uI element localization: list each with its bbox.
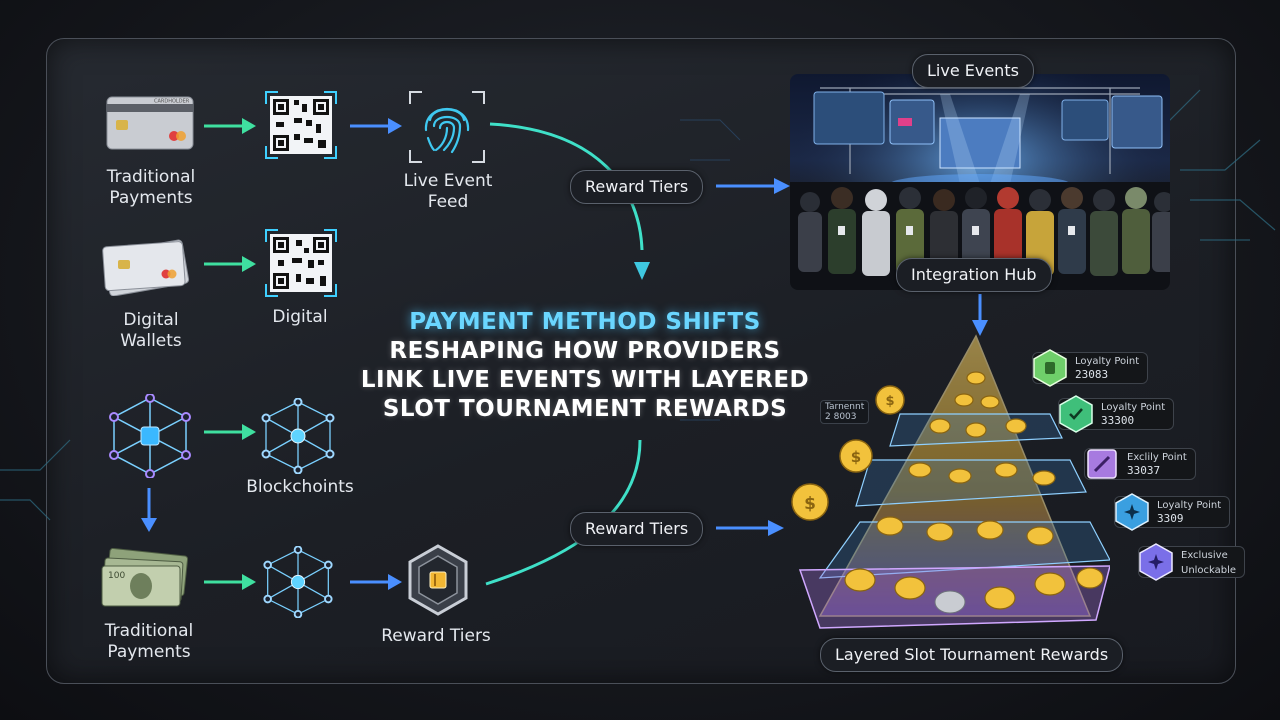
title-line-2: RESHAPING HOW PROVIDERS: [389, 338, 781, 364]
svg-text:$: $: [885, 394, 894, 409]
loyalty-badge-4: Loyalty Point 3309: [1114, 493, 1231, 531]
credit-card-icon: CARDHOLDER: [106, 96, 194, 150]
loyalty-badge-1: Loyalty Point 23083: [1032, 349, 1149, 387]
green-arrow-icon: [204, 424, 256, 440]
unlock-badge-icon: [1139, 543, 1173, 581]
blockchain-node-icon: [261, 398, 335, 474]
badge-title: Exclily Point: [1127, 452, 1187, 463]
gem-badge-icon: [1087, 449, 1117, 479]
blue-arrow-icon: [350, 574, 402, 590]
svg-text:$: $: [804, 494, 816, 514]
live-events-pill: Live Events: [912, 54, 1034, 88]
badge-value: Unlockable: [1181, 565, 1237, 576]
loyalty-badge-3: Exclily Point 33037: [1084, 448, 1196, 480]
loyalty-badge-icon: [1033, 349, 1067, 387]
title-line-3: LINK LIVE EVENTS WITH LAYERED: [360, 367, 810, 393]
reward-tiers-bottom-label: Reward Tiers: [381, 626, 491, 646]
reward-tiers-upper-pill: Reward Tiers: [570, 170, 704, 204]
svg-text:100: 100: [108, 571, 125, 581]
blockchain-label: Blockchoints: [246, 477, 354, 497]
badge-value: 33037: [1127, 464, 1161, 477]
reward-shield-icon: [408, 544, 468, 616]
main-title: PAYMENT METHOD SHIFTS RESHAPING HOW PROV…: [350, 308, 820, 424]
digital-label: Digital: [272, 307, 328, 327]
live-event-crowd-image: [790, 74, 1170, 290]
badge-value: 23083: [1075, 368, 1109, 381]
fingerprint-icon: [409, 91, 485, 163]
reward-tiers-lower-pill: Reward Tiers: [570, 512, 704, 546]
blue-arrow-icon: [350, 118, 402, 134]
badge-value: 33300: [1101, 414, 1135, 427]
badge-title: Loyalty Point: [1157, 500, 1222, 511]
loyalty-badge-2: Loyalty Point 33300: [1058, 395, 1175, 433]
badge-title: Loyalty Point: [1075, 356, 1140, 367]
qr-code-icon: [265, 91, 337, 159]
blockchain-node-icon: [263, 546, 333, 618]
exclusive-badge: Exclusive Unlockable: [1138, 543, 1246, 581]
down-arrow-icon: [141, 488, 157, 532]
traditional-payments-bottom-label: Traditional Payments: [104, 621, 194, 662]
cash-stack-icon: 100: [101, 548, 189, 607]
star-badge-icon: [1115, 493, 1149, 531]
svg-text:$: $: [851, 448, 861, 466]
tournament-tag: Tarnennt 2 8003: [820, 400, 870, 424]
digital-wallets-label: Digital Wallets: [120, 310, 182, 351]
card-text: CARDHOLDER: [154, 99, 190, 105]
reward-pyramid-image: $ $ $: [791, 334, 1110, 629]
traditional-payments-top-label: Traditional Payments: [106, 167, 196, 208]
digital-wallet-icon: [102, 239, 190, 296]
badge-title: Loyalty Point: [1101, 402, 1166, 413]
qr-code-icon: [265, 229, 337, 297]
live-event-feed-label: Live Event Feed: [403, 171, 493, 212]
green-arrow-icon: [204, 574, 256, 590]
green-arrow-icon: [204, 256, 256, 272]
badge-title: Exclusive: [1181, 550, 1228, 561]
blockchain-network-icon: [109, 394, 191, 478]
badge-value: 3309: [1157, 512, 1184, 525]
green-arrow-icon: [204, 118, 256, 134]
integration-hub-pill: Integration Hub: [896, 258, 1052, 292]
layered-rewards-pill: Layered Slot Tournament Rewards: [820, 638, 1124, 672]
shield-check-icon: [1059, 395, 1093, 433]
title-line-4: SLOT TOURNAMENT REWARDS: [382, 396, 788, 422]
title-line-1: PAYMENT METHOD SHIFTS: [409, 309, 761, 335]
